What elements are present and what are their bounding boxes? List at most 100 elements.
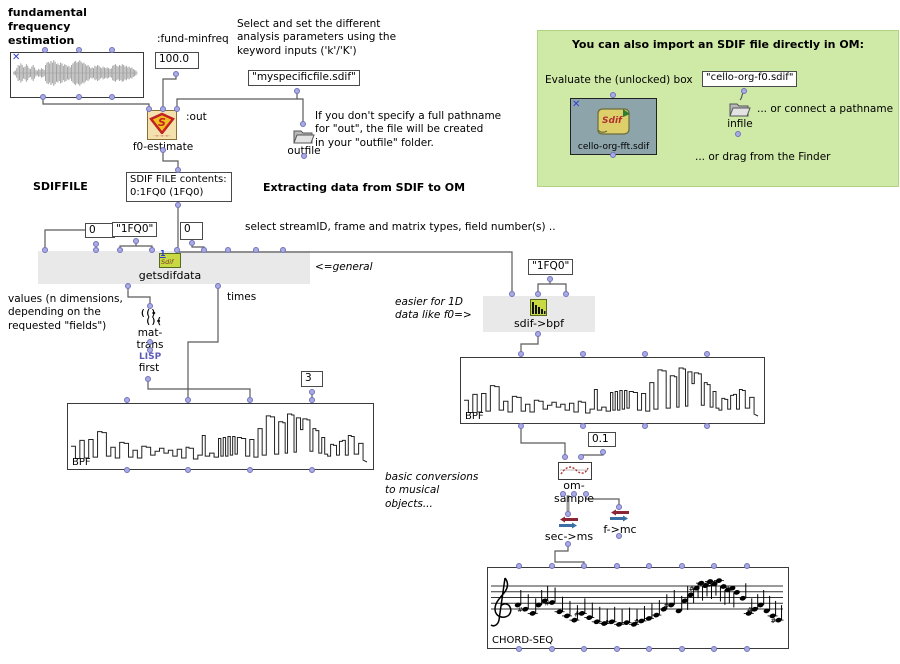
port-dot[interactable] <box>40 94 46 100</box>
port-dot[interactable] <box>185 467 191 473</box>
port-dot[interactable] <box>535 331 541 337</box>
sound-box[interactable] <box>10 52 144 98</box>
port-dot[interactable] <box>562 454 568 460</box>
port-dot[interactable] <box>174 106 180 112</box>
port-dot[interactable] <box>109 47 115 53</box>
port-dot[interactable] <box>600 449 606 455</box>
cello-f0-box[interactable]: "cello-org-f0.sdif" <box>702 71 798 87</box>
port-dot[interactable] <box>565 541 571 547</box>
port-dot[interactable] <box>76 94 82 100</box>
port-dot[interactable] <box>175 202 181 208</box>
port-dot[interactable] <box>642 351 648 357</box>
port-dot[interactable] <box>614 646 620 652</box>
port-dot[interactable] <box>549 563 555 569</box>
port-dot[interactable] <box>309 389 315 395</box>
first-label[interactable]: first <box>138 362 160 374</box>
streamid-box[interactable]: 0 <box>85 223 115 238</box>
port-dot[interactable] <box>516 563 522 569</box>
port-dot[interactable] <box>124 397 130 403</box>
port-dot[interactable] <box>117 247 123 253</box>
port-dot[interactable] <box>646 563 652 569</box>
port-dot[interactable] <box>578 454 584 460</box>
getsdifdata-box[interactable]: Sdif 1 <box>159 249 181 268</box>
port-dot[interactable] <box>565 511 571 517</box>
port-dot[interactable] <box>509 291 515 297</box>
port-dot[interactable] <box>189 240 195 246</box>
myspecificfile-box[interactable]: "myspecificfile.sdif" <box>248 70 360 86</box>
port-dot[interactable] <box>704 351 710 357</box>
port-dot[interactable] <box>173 71 179 77</box>
port-dot[interactable] <box>711 563 717 569</box>
minfreq-value-box[interactable]: 100.0 <box>155 52 199 69</box>
port-dot[interactable] <box>704 423 710 429</box>
port-dot[interactable] <box>744 563 750 569</box>
port-dot[interactable] <box>174 247 180 253</box>
port-dot[interactable] <box>149 247 155 253</box>
infile-box[interactable] <box>728 100 751 120</box>
port-dot[interactable] <box>571 491 577 497</box>
port-dot[interactable] <box>247 467 253 473</box>
port-dot[interactable] <box>535 291 541 297</box>
port-dot[interactable] <box>124 467 130 473</box>
port-dot[interactable] <box>160 106 166 112</box>
port-dot[interactable] <box>580 351 586 357</box>
sdif-contents-box[interactable]: SDIF FILE contents: 0:1FQ0 (1FQ0) <box>126 172 232 202</box>
port-dot[interactable] <box>247 397 253 403</box>
port-dot[interactable] <box>614 563 620 569</box>
fieldnum-box[interactable]: 0 <box>180 222 203 240</box>
port-dot[interactable] <box>560 491 566 497</box>
port-dot[interactable] <box>185 397 191 403</box>
sample-rate-box[interactable]: 0.1 <box>588 432 616 447</box>
outfile-box[interactable] <box>292 127 315 147</box>
port-dot[interactable] <box>160 147 166 153</box>
port-dot[interactable] <box>735 131 741 137</box>
port-dot[interactable] <box>583 491 589 497</box>
port-dot[interactable] <box>679 646 685 652</box>
port-dot[interactable] <box>711 646 717 652</box>
port-dot[interactable] <box>42 47 48 53</box>
port-dot[interactable] <box>518 423 524 429</box>
port-dot[interactable] <box>225 247 231 253</box>
sec-ms-box[interactable] <box>559 516 578 532</box>
close-icon[interactable]: ✕ <box>12 52 21 63</box>
port-dot[interactable] <box>93 241 99 247</box>
port-dot[interactable] <box>109 94 115 100</box>
port-dot[interactable] <box>175 167 181 173</box>
bpf-right-box[interactable]: BPF <box>460 357 765 424</box>
port-dot[interactable] <box>201 247 207 253</box>
fqo-right-box[interactable]: "1FQ0" <box>528 259 574 275</box>
port-dot[interactable] <box>280 247 286 253</box>
port-dot[interactable] <box>610 152 616 158</box>
port-dot[interactable] <box>580 423 586 429</box>
port-dot[interactable] <box>42 247 48 253</box>
port-dot[interactable] <box>581 646 587 652</box>
port-dot[interactable] <box>146 106 152 112</box>
port-dot[interactable] <box>309 397 315 403</box>
decimals-box[interactable]: 3 <box>301 371 323 387</box>
port-dot[interactable] <box>125 283 131 289</box>
port-dot[interactable] <box>679 563 685 569</box>
port-dot[interactable] <box>309 467 315 473</box>
port-dot[interactable] <box>563 291 569 297</box>
port-dot[interactable] <box>93 247 99 253</box>
port-dot[interactable] <box>133 238 139 244</box>
port-dot[interactable] <box>76 47 82 53</box>
port-dot[interactable] <box>741 88 747 94</box>
port-dot[interactable] <box>646 646 652 652</box>
port-dot[interactable] <box>518 351 524 357</box>
port-dot[interactable] <box>145 376 151 382</box>
port-dot[interactable] <box>215 283 221 289</box>
port-dot[interactable] <box>300 121 306 127</box>
f0-estimate-box[interactable]: S ··•··•··•·· <box>147 110 177 140</box>
port-dot[interactable] <box>610 92 616 98</box>
port-dot[interactable] <box>294 88 300 94</box>
om-sample-box[interactable] <box>558 462 592 480</box>
port-dot[interactable] <box>147 303 153 309</box>
port-dot[interactable] <box>616 533 622 539</box>
port-dot[interactable] <box>581 563 587 569</box>
mat-trans-icon[interactable]: ((﴿ ()﴾ <box>140 309 163 327</box>
port-dot[interactable] <box>516 646 522 652</box>
sdif-bpf-box[interactable] <box>530 299 547 319</box>
sdif-file-box[interactable]: Sdif cello-org-fft.sdif <box>570 98 657 155</box>
port-dot[interactable] <box>744 646 750 652</box>
